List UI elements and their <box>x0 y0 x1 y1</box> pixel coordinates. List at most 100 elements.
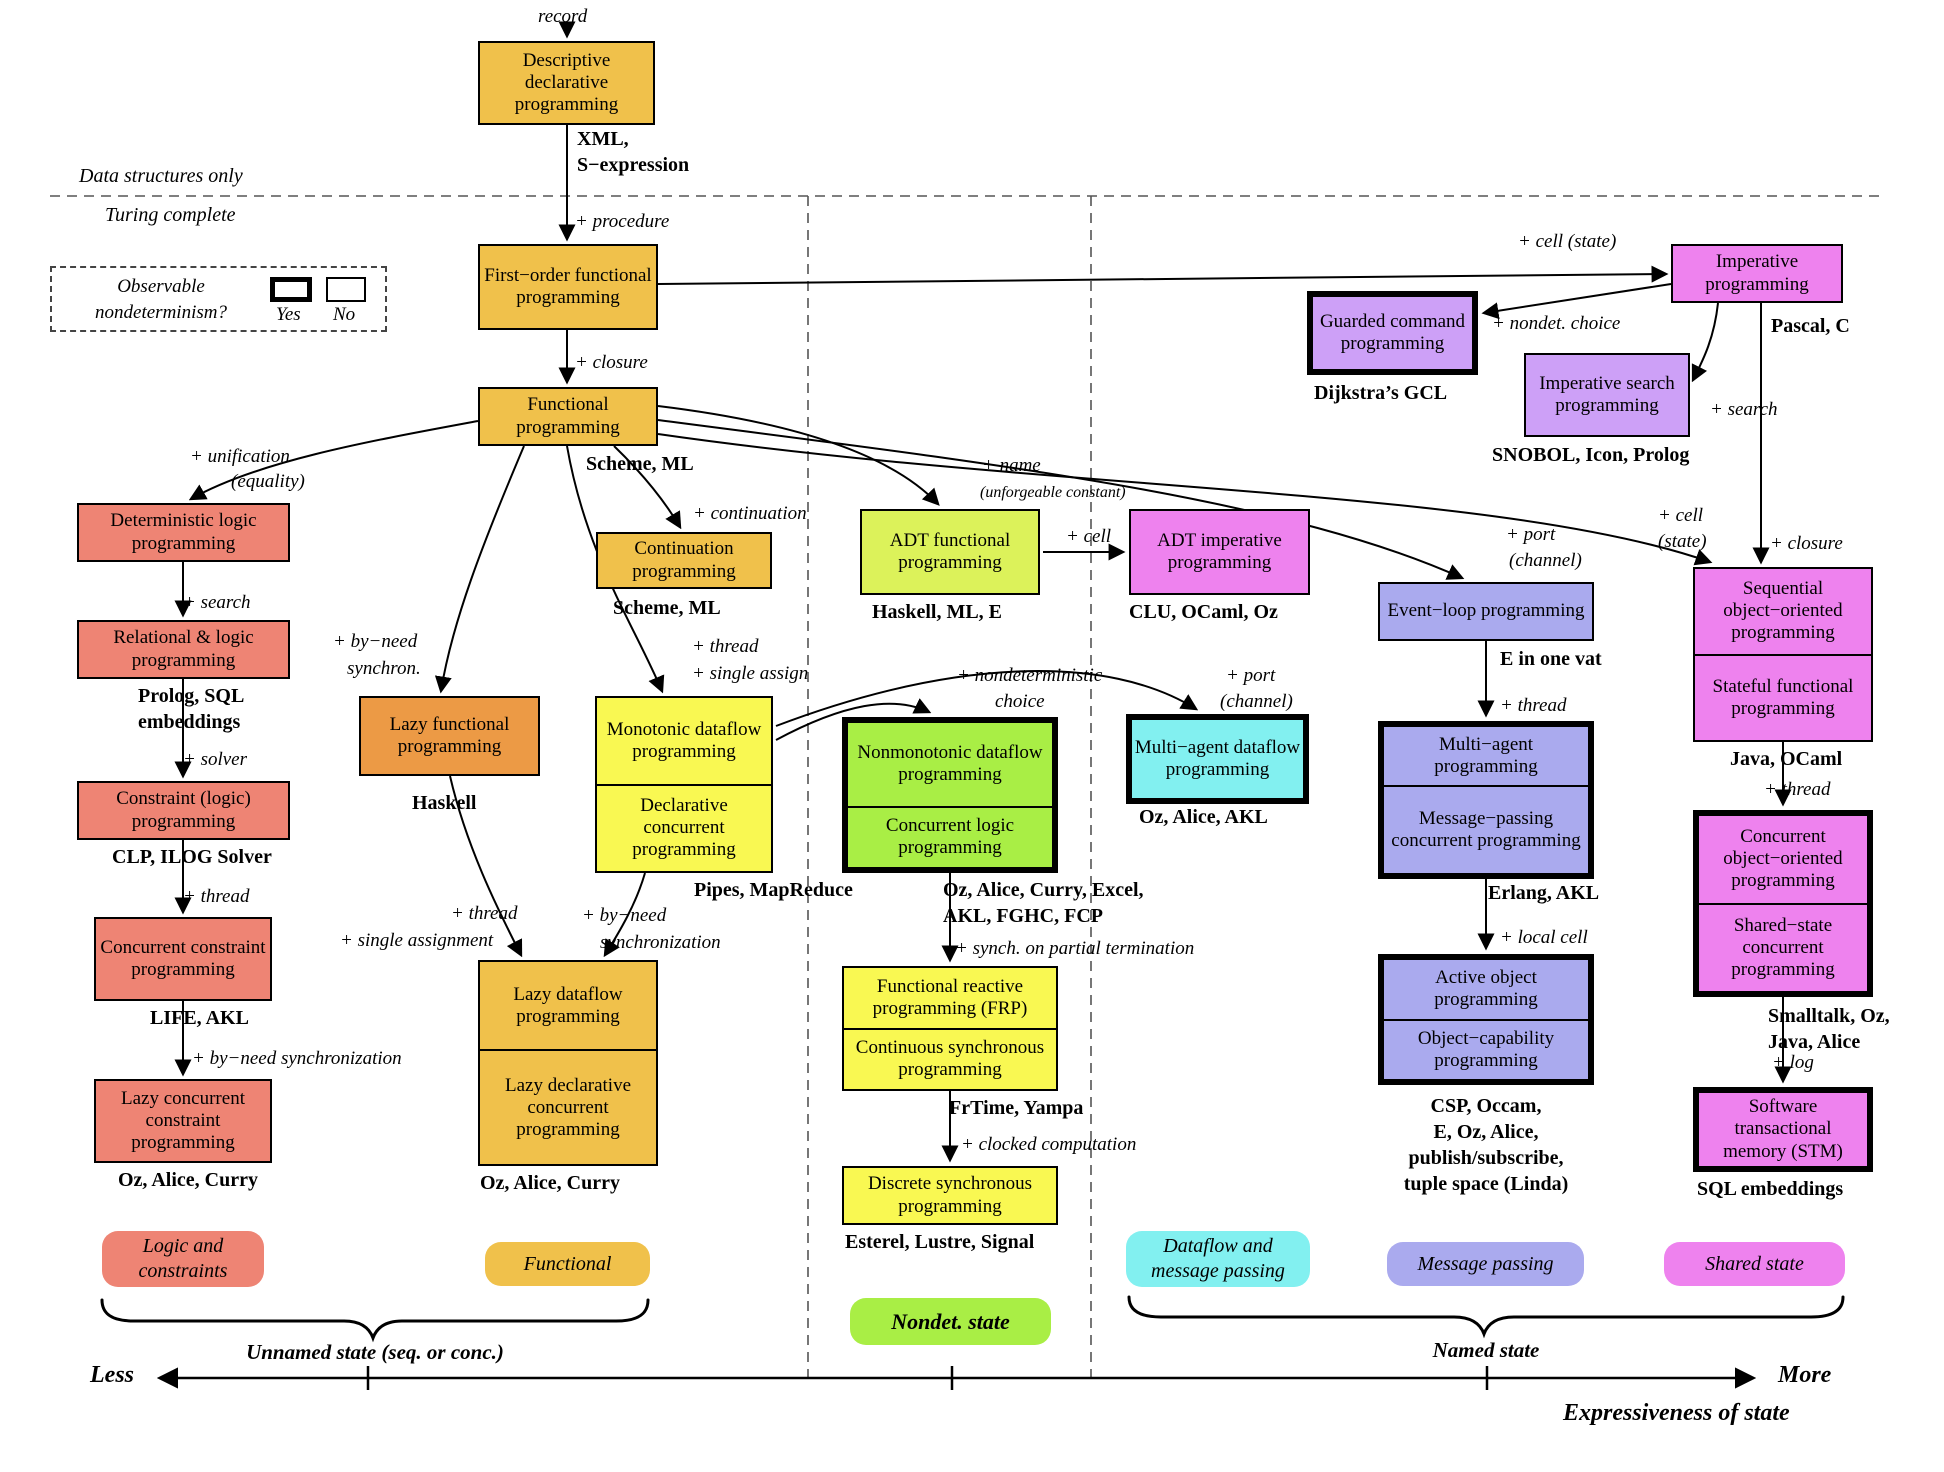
paradigm-box-continuation: Continuation programming <box>596 532 772 589</box>
paradigm-box-imperative-search: Imperative search programming <box>1524 353 1690 437</box>
brace-named-state <box>1127 1295 1845 1339</box>
arrow-first-order-to-imperative <box>657 265 1669 285</box>
paradigm-box-active-object: Active object programming Object−capabil… <box>1378 954 1594 1085</box>
edge-label-record: record <box>538 6 588 27</box>
category-badge-message-passing: Message passing <box>1387 1242 1584 1286</box>
edge-label-nondeterministic-2: choice <box>995 691 1045 712</box>
paradigm-box-sequential-oo: Sequential object−oriented programming S… <box>1693 567 1873 742</box>
arrow-lazy-functional-to-lazy-dataflow <box>449 775 523 958</box>
edge-label-closure-1: + closure <box>575 352 648 373</box>
paradigm-section: Stateful functional programming <box>1695 653 1871 741</box>
edge-label-clocked: + clocked computation <box>961 1134 1137 1155</box>
language-label-e-one-vat: E in one vat <box>1500 648 1602 670</box>
paradigm-label: Event−loop programming <box>1387 600 1585 622</box>
paradigm-label: Discrete synchronous programming <box>867 1173 1033 1217</box>
edge-label-thread-constraint: + thread <box>183 886 250 907</box>
arrow-functional-to-lazy-functional <box>434 445 525 694</box>
category-badge-functional: Functional <box>485 1242 650 1286</box>
paradigm-label: Concurrent constraint programming <box>100 936 266 980</box>
paradigm-box-nonmonotonic-dataflow: Nonmonotonic dataflow programming Concur… <box>842 717 1058 873</box>
edge-label-thread-oo: + thread <box>1764 779 1831 800</box>
paradigm-label: Constraint (logic) programming <box>116 788 251 832</box>
edge-label-cell-state-1: + cell <box>1658 505 1703 526</box>
paradigm-label: ADT imperative programming <box>1157 529 1282 573</box>
arrow-monotonic-to-multiagent-dataflow <box>775 670 1199 727</box>
edge-label-unification: + unification <box>190 446 290 467</box>
arrow-functional-to-adt-functional <box>657 405 940 506</box>
paradigm-section: Multi−agent programming <box>1434 733 1538 777</box>
paradigm-section: Functional reactive programming (FRP) <box>872 975 1028 1019</box>
paradigm-section: Continuous synchronous programming <box>844 1027 1056 1090</box>
arrow-imperative-to-imperative-search <box>1691 302 1719 383</box>
category-badge-logic-constraints: Logic and constraints <box>102 1231 264 1287</box>
edge-label-thread-dataflow: + thread <box>692 636 759 657</box>
paradigm-label: Functional programming <box>516 394 620 438</box>
edge-label-byneed-short-2: synchron. <box>347 658 421 679</box>
paradigm-box-guarded-command: Guarded command programming <box>1307 291 1478 375</box>
edge-label-cell-adt: + cell <box>1066 526 1111 547</box>
language-label-dijkstra: Dijkstra’s GCL <box>1314 382 1448 404</box>
paradigm-section: Lazy declarative concurrent programming <box>480 1049 656 1164</box>
paradigm-label: Relational & logic programming <box>113 627 254 671</box>
edge-label-search-logic: + search <box>183 592 251 613</box>
legend-no-label: No <box>333 304 356 325</box>
paradigm-label: Lazy functional programming <box>389 713 510 757</box>
group-label-named-state: Named state <box>1432 1338 1540 1362</box>
language-label-frtime: FrTime, Yampa <box>949 1097 1084 1119</box>
paradigm-label: Guarded command programming <box>1319 310 1466 354</box>
paradigm-section: Concurrent logic programming <box>848 805 1052 867</box>
paradigm-label: Imperative search programming <box>1539 372 1675 416</box>
edge-label-cell-state-top: + cell (state) <box>1518 231 1617 252</box>
edge-label-byneed-lazy-2: synchronization <box>600 932 721 953</box>
paradigm-box-adt-imperative: ADT imperative programming <box>1129 509 1310 595</box>
paradigm-section: Object−capability programming <box>1384 1018 1588 1080</box>
language-label-oz-alice-curry-1: Oz, Alice, Curry <box>118 1169 258 1191</box>
paradigm-box-frp: Functional reactive programming (FRP) Co… <box>842 966 1058 1091</box>
language-label-oz-alice-curry-2: Oz, Alice, Curry <box>480 1172 620 1194</box>
arrow-functional-to-sequential-oo <box>657 433 1713 566</box>
language-label-haskell: Haskell <box>412 792 477 814</box>
paradigm-label: Descriptive declarative programming <box>514 49 619 116</box>
edge-label-local-cell: + local cell <box>1500 927 1588 948</box>
language-label-sql-embeddings: SQL embeddings <box>1697 1178 1844 1200</box>
paradigm-box-lazy-functional: Lazy functional programming <box>359 696 540 776</box>
group-label-unnamed-state: Unnamed state (seq. or conc.) <box>246 1340 504 1364</box>
paradigm-label: First−order functional programming <box>484 264 652 308</box>
edge-label-thread-event: + thread <box>1500 695 1567 716</box>
language-label-pascal-c: Pascal, C <box>1771 315 1850 337</box>
language-label-pipes: Pipes, MapReduce <box>694 879 853 901</box>
edge-label-single-assign: + single assign <box>692 663 809 684</box>
edge-label-byneed-lazy-1: + by−need <box>582 905 667 926</box>
paradigm-box-concurrent-oo: Concurrent object−oriented programming S… <box>1693 810 1873 997</box>
language-label-oz-excel: Oz, Alice, Curry, Excel, AKL, FGHC, FCP <box>943 879 1144 927</box>
paradigm-box-imperative: Imperative programming <box>1671 244 1843 303</box>
paradigm-label: Continuation programming <box>632 538 736 582</box>
edge-label-search-imperative: + search <box>1710 399 1778 420</box>
paradigm-box-descriptive-declarative: Descriptive declarative programming <box>478 41 655 125</box>
paradigm-box-first-order-functional: First−order functional programming <box>478 244 658 330</box>
arrow-functional-to-event-loop <box>657 419 1465 580</box>
edge-label-unforgeable: (unforgeable constant) <box>980 484 1126 501</box>
legend-question: Observable nondeterminism? <box>95 276 227 323</box>
arrow-monotonic-to-nonmonotonic <box>775 698 932 741</box>
language-label-haskell-ml-e: Haskell, ML, E <box>872 601 1003 623</box>
paradigm-box-relational-logic: Relational & logic programming <box>77 620 290 679</box>
language-label-csp: CSP, Occam, E, Oz, Alice, publish/subscr… <box>1403 1095 1569 1195</box>
language-label-snobol: SNOBOL, Icon, Prolog <box>1492 444 1690 466</box>
language-label-smalltalk: Smalltalk, Oz, Java, Alice <box>1768 1005 1890 1053</box>
paradigm-box-deterministic-logic: Deterministic logic programming <box>77 503 290 562</box>
paradigm-section: Shared−state concurrent programming <box>1699 902 1867 992</box>
arrow-functional-to-deterministic-logic <box>188 420 479 501</box>
paradigm-label: Deterministic logic programming <box>110 510 257 554</box>
language-label-clp: CLP, ILOG Solver <box>112 846 272 868</box>
paradigm-box-lazy-concurrent-constraint: Lazy concurrent constraint programming <box>94 1079 272 1163</box>
paradigm-section: Lazy dataflow programming <box>513 983 623 1027</box>
edge-label-procedure: + procedure <box>575 211 670 232</box>
legend-observable-no-box <box>326 277 366 302</box>
paradigm-label: Lazy concurrent constraint programming <box>121 1087 245 1154</box>
paradigm-section: Active object programming <box>1434 967 1538 1011</box>
language-label-prolog-sql: Prolog, SQL embeddings <box>138 685 245 733</box>
axis-label-less: Less <box>90 1362 134 1388</box>
edge-label-single-assignment: + single assignment <box>340 930 494 951</box>
